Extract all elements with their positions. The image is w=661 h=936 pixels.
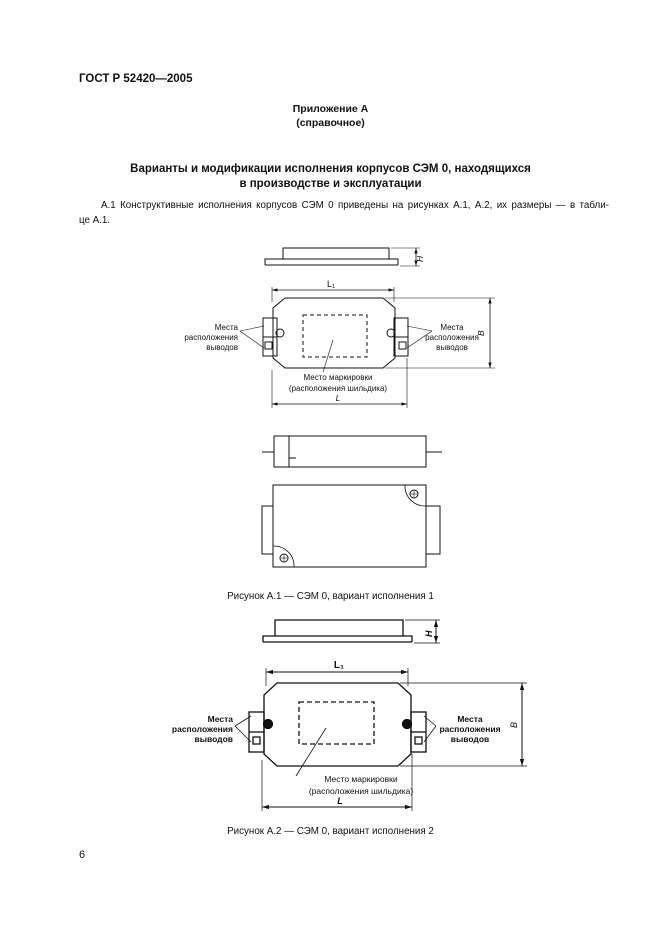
fig2-left-terminal-1: Места [208, 714, 234, 724]
paragraph-a1: А.1 Конструктивные исполнения корпусов С… [79, 199, 609, 228]
appendix-title: Приложение А [292, 103, 369, 115]
fig1-marking-1: Место маркировки [304, 373, 373, 382]
paragraph-line2: це А.1. [79, 214, 111, 226]
paragraph-line1: А.1 Конструктивные исполнения корпусов С… [101, 200, 609, 211]
fig1-height-label: H [415, 255, 425, 262]
standard-header: ГОСТ Р 52420—2005 [79, 73, 193, 85]
fig2-right-terminal-1: Места [457, 714, 483, 724]
fig1-left-terminal-3: выводов [206, 343, 238, 352]
fig2-l1-label: L₁ [334, 660, 344, 671]
fig1-left-terminal-2: расположения [184, 333, 238, 342]
figure1-top-view-2 [261, 484, 441, 568]
fig1-l1-label: L₁ [327, 279, 335, 289]
figure2-labels: H L₁ B L Места расположения выводов Мест… [172, 630, 519, 806]
figure1-side-view [264, 247, 420, 267]
fig2-width-label: B [509, 722, 519, 728]
appendix-heading: Приложение А (справочное) [0, 102, 661, 130]
fig1-left-terminal-1: Места [215, 323, 239, 332]
fig1-width-label: B [476, 330, 486, 336]
fig2-left-terminal-3: выводов [195, 734, 234, 744]
fig1-length-label: L [336, 393, 341, 403]
page-number: 6 [79, 849, 86, 861]
fig1-right-terminal-2: расположения [425, 333, 479, 342]
figure1-l1-dimension [271, 287, 395, 302]
section-title-line1: Варианты и модификации исполнения корпус… [130, 163, 531, 175]
fig1-marking-2: (расположения шильдика) [289, 384, 388, 393]
fig2-marking-2: (расположения шильдика) [309, 786, 413, 796]
fig2-right-terminal-2: расположения [439, 724, 500, 734]
section-title: Варианты и модификации исполнения корпус… [0, 162, 661, 192]
figure1-labels: H L₁ B L Места расположения выводов Мест… [184, 255, 486, 403]
appendix-status: (справочное) [296, 117, 365, 129]
figure1-top-view [239, 297, 495, 408]
fig2-marking-1: Место маркировки [324, 774, 397, 784]
figure1-drawing [239, 247, 495, 568]
fig1-right-terminal-1: Места [440, 323, 464, 332]
figure2-drawing [234, 619, 527, 811]
figure2-side-view [262, 619, 440, 644]
fig2-left-terminal-2: расположения [172, 724, 233, 734]
section-title-line2: в производстве и эксплуатации [239, 178, 422, 190]
fig2-height-label: H [424, 630, 434, 637]
fig2-length-label: L [337, 796, 343, 806]
fig2-right-terminal-3: выводов [451, 734, 490, 744]
fig1-right-terminal-3: выводов [436, 343, 468, 352]
figure2-caption: Рисунок А.2 — СЭМ 0, вариант исполнения … [227, 826, 434, 837]
figure1-caption: Рисунок А.1 — СЭМ 0, вариант исполнения … [227, 591, 434, 602]
figure2-top-view [234, 682, 527, 811]
figure1-side-view-2 [262, 435, 442, 468]
